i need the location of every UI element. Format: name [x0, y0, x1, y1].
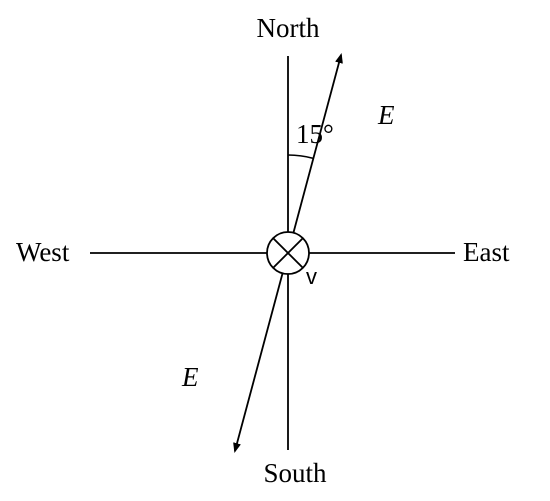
- angle-arc: [287, 154, 314, 160]
- velocity-label: v: [306, 264, 317, 289]
- field-arrow-lower: [233, 273, 284, 453]
- south-label: South: [263, 458, 327, 488]
- west-label: West: [16, 237, 70, 267]
- east-label: East: [463, 237, 510, 267]
- field-label-upper: E: [377, 100, 395, 130]
- field-arrow-upper: [292, 53, 343, 233]
- north-label: North: [257, 13, 320, 43]
- field-label-lower: E: [181, 362, 199, 392]
- angle-label: 15°: [296, 119, 334, 149]
- into-page-symbol-icon: [266, 231, 310, 275]
